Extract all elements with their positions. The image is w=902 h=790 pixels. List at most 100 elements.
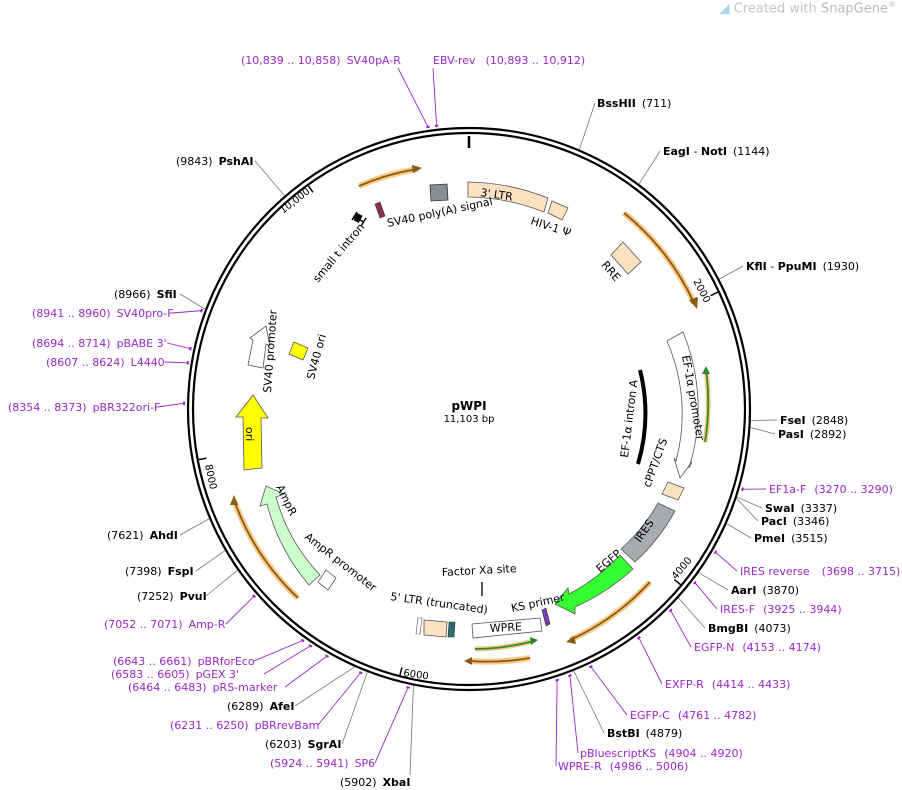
feature-egfp bbox=[554, 554, 634, 615]
primer-leader-exfp-r bbox=[638, 637, 663, 685]
site-bmgbi: BmgBI(4073) bbox=[708, 622, 791, 635]
feature-wpre-label: WPRE bbox=[489, 620, 522, 635]
tick-marks bbox=[198, 185, 719, 676]
tick-label-4000: 4000 bbox=[670, 555, 695, 582]
primer-mark-pbluescriptks bbox=[567, 673, 572, 678]
feature-hiv1-psi-label: HIV-1 Ψ bbox=[529, 214, 573, 239]
tick-label-8000: 8000 bbox=[202, 463, 218, 490]
primer-mark-prs-marker bbox=[325, 654, 330, 658]
feature-ampr-promoter bbox=[317, 569, 337, 591]
backbone-outer-ring bbox=[186, 126, 752, 692]
feature-ks-primer-label: KS primer bbox=[510, 591, 566, 615]
primer-egfp-n: EGFP-N(4153 .. 4174) bbox=[694, 641, 821, 654]
site-eagi-noti: EagI - NotI(1144) bbox=[663, 145, 770, 158]
watermark-mark: ® bbox=[888, 0, 896, 9]
tick-mark-4000 bbox=[673, 578, 682, 586]
orf-arrows bbox=[230, 165, 711, 665]
primer-ef1a-f: EF1a-F(3270 .. 3290) bbox=[769, 483, 893, 496]
primer-leader-wpre-r bbox=[555, 680, 558, 767]
primer-prs-marker: (6464 .. 6483)pRS-marker bbox=[128, 681, 278, 694]
primer-leader-sv40pa-r bbox=[397, 67, 429, 128]
site-paci: PacI(3346) bbox=[761, 515, 829, 528]
primers: (10,839 .. 10,858)SV40pA-R EBV-rev(10,89… bbox=[8, 54, 900, 773]
primer-mark-pbrforeco bbox=[300, 638, 305, 643]
primer-mark-egfp-n bbox=[668, 608, 673, 613]
feature-small-t-label: small t intron bbox=[310, 221, 367, 285]
site-fspi: (7398)FspI bbox=[125, 565, 194, 578]
feature-5ltr-small bbox=[415, 617, 423, 635]
site-sgrai: (6203)SgrAI bbox=[265, 738, 341, 751]
plasmid-name: pWPI bbox=[451, 399, 486, 413]
primer-leader-l4440 bbox=[164, 361, 188, 364]
site-leader-sfii bbox=[179, 293, 206, 310]
tick-mark-10000 bbox=[307, 185, 314, 193]
primer-mark-sp6 bbox=[406, 686, 410, 689]
feature-hiv1-psi bbox=[547, 200, 569, 221]
primer-egfp-c: EGFP-C(4761 .. 4782) bbox=[630, 709, 756, 722]
site-afei: (6289)AfeI bbox=[227, 700, 294, 713]
primer-l4440: (8607 .. 8624)L4440 bbox=[46, 356, 165, 369]
primer-mark-pbabe3 bbox=[189, 346, 192, 351]
site-leader-afei bbox=[294, 666, 355, 707]
primer-leader-egfp-n bbox=[670, 610, 692, 648]
primer-leader-egfp-c bbox=[590, 666, 628, 716]
primer-mark-ires-reverse bbox=[713, 550, 718, 555]
site-leader-ahdi bbox=[179, 518, 210, 536]
snapgene-logo-icon: ◢ bbox=[719, 1, 730, 17]
site-bsshii: BssHII(711) bbox=[597, 97, 671, 110]
tick-mark-8000 bbox=[198, 457, 207, 461]
site-leader-fsei bbox=[750, 419, 778, 421]
feature-ori-label: ori bbox=[243, 427, 256, 441]
feature-ef1a-promoter bbox=[666, 331, 699, 479]
primer-mark-ef1a-f bbox=[741, 487, 744, 492]
feature-ori bbox=[235, 394, 269, 471]
site-swai: SwaI(3337) bbox=[765, 502, 837, 515]
site-xbai: (5902)XbaI bbox=[340, 776, 410, 789]
primer-leader-pbr322ori-f bbox=[157, 402, 185, 408]
primer-mark-exfp-r bbox=[636, 636, 641, 640]
site-leader-sgrai bbox=[341, 671, 368, 745]
feature-5ltr bbox=[423, 619, 448, 638]
site-pmei: PmeI(3515) bbox=[754, 532, 828, 545]
watermark-brand: SnapGene bbox=[820, 1, 888, 17]
primer-mark-l4440 bbox=[186, 360, 190, 365]
primer-pbluescriptks: pBluescriptKS(4904 .. 4920) bbox=[580, 747, 743, 760]
primer-pgex3: (6583 .. 6605)pGEX 3' bbox=[111, 668, 239, 681]
primer-leader-ebv-rev bbox=[432, 67, 438, 126]
primer-sv40pa-r: (10,839 .. 10,858)SV40pA-R bbox=[241, 54, 401, 67]
primer-pbrforeco: (6643 .. 6661)pBRforEco bbox=[113, 655, 255, 668]
primer-leader-pgex3 bbox=[263, 645, 311, 675]
site-leader-pshai bbox=[254, 160, 285, 196]
primer-mark-amp-r bbox=[252, 594, 256, 599]
primer-mark-wpre-r bbox=[555, 678, 560, 682]
feature-3ltr-label: 3' LTR bbox=[480, 186, 514, 203]
primer-pbabe3: (8694 .. 8714)pBABE 3' bbox=[32, 337, 167, 350]
features: 3' LTR HIV-1 Ψ RRE EF-1α promoter EF-1α … bbox=[235, 181, 707, 639]
primer-leader-pbrrevbam bbox=[317, 672, 362, 726]
feature-sv40-ori-label: SV40 ori bbox=[304, 333, 329, 381]
primer-leader-pbrforeco bbox=[253, 640, 303, 662]
feature-sv40-ori bbox=[288, 341, 309, 361]
primer-ebv-rev: EBV-rev(10,893 .. 10,912) bbox=[433, 54, 585, 67]
primer-wpre-r: WPRE-R(4986 .. 5006) bbox=[558, 760, 688, 773]
backbone-inner-ring bbox=[191, 131, 747, 687]
plasmid-size: 11,103 bp bbox=[444, 414, 495, 425]
primer-ires-f: IRES-F(3925 .. 3944) bbox=[720, 603, 842, 616]
site-pvui: (7252)PvuI bbox=[137, 590, 207, 603]
primer-leader-pbluescriptks bbox=[569, 675, 579, 754]
feature-sv40-promoter-label: SV40 promoter bbox=[261, 309, 280, 393]
site-leader-kfli bbox=[719, 265, 744, 280]
site-sfii: (8966)SfiI bbox=[114, 288, 177, 301]
orf-arrow-wpre-green bbox=[474, 638, 535, 652]
feature-ampr-promoter-label: AmpR promoter bbox=[302, 530, 379, 594]
site-leader-pmei bbox=[726, 523, 752, 539]
feature-sv40-polya bbox=[429, 183, 449, 202]
feature-small-t bbox=[351, 211, 367, 227]
primer-mark-egfp-c bbox=[588, 665, 593, 669]
primer-sp6: (5924 .. 5941)SP6 bbox=[270, 757, 375, 770]
feature-ef1a-intron-label: EF-1α intron A bbox=[618, 379, 641, 459]
tick-mark-2000 bbox=[710, 291, 719, 297]
snapgene-watermark: ◢ Created with SnapGene® bbox=[720, 0, 896, 16]
site-leader-fspi bbox=[195, 550, 226, 572]
primer-ires-reverse: IRES reverse(3698 .. 3715) bbox=[740, 565, 900, 578]
